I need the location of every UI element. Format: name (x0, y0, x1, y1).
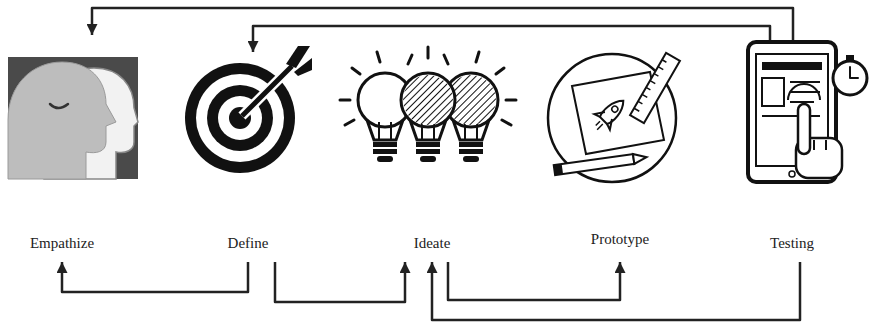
stage-node: Ideate (362, 40, 502, 262)
blueprint-icon (611, 105, 619, 113)
lightbulbs-icon (352, 68, 360, 74)
lightbulbs-icon (408, 55, 412, 64)
lightbulbs-icon (476, 52, 479, 62)
empathy-icon (8, 57, 138, 179)
lightbulbs-icon (496, 68, 504, 74)
blueprint-icon (630, 53, 680, 123)
tablet-icon (762, 82, 820, 116)
lightbulbs-icon (502, 120, 511, 125)
empathy-icon (8, 57, 138, 179)
cycle-arrow (92, 8, 793, 40)
lightbulbs-icon (401, 73, 455, 162)
empathy-icon (50, 104, 68, 108)
cycle-arrow (275, 262, 405, 302)
blueprint-icon (554, 152, 647, 175)
blueprint-icon (634, 60, 667, 111)
target-icon (242, 66, 292, 116)
cycle-arrow (62, 262, 248, 292)
stage-label: Testing (768, 234, 816, 252)
target-icon (185, 63, 295, 173)
lightbulbs-icon (403, 75, 453, 125)
stage-label: Define (226, 234, 271, 252)
target-icon (242, 66, 292, 116)
cycle-arrow (448, 262, 620, 300)
stage-node: Empathize (4, 35, 120, 262)
lightbulbs-icon (340, 47, 516, 162)
blueprint-icon (599, 96, 628, 125)
empathy-icon (8, 62, 116, 179)
cycle-arrow (253, 26, 770, 52)
blueprint-icon (554, 154, 635, 175)
tablet-icon (850, 67, 858, 78)
blueprint-icon (554, 164, 563, 175)
stage-node: Prototype (550, 40, 690, 262)
target-icon (294, 58, 312, 76)
lightbulbs-icon (427, 47, 430, 58)
tablet-icon (798, 104, 810, 154)
lightbulbs-icon (377, 52, 380, 62)
stage-node: Define (193, 52, 303, 262)
stage-label: Ideate (412, 234, 453, 252)
tablet-icon (814, 140, 826, 150)
lightbulbs-icon (506, 99, 516, 102)
tablet-icon (788, 84, 820, 100)
blueprint-icon (594, 121, 602, 129)
blueprint-icon (633, 152, 647, 164)
stage-label: Prototype (589, 230, 651, 248)
blueprint-icon (630, 53, 680, 123)
blueprint-icon (588, 93, 631, 136)
tablet-icon (789, 171, 795, 177)
cycle-arrow (432, 262, 800, 320)
tablet-icon (762, 78, 784, 106)
tablet-icon (833, 61, 867, 95)
lightbulbs-icon (345, 120, 354, 125)
blueprint-icon (548, 53, 680, 182)
lightbulbs-icon (340, 99, 350, 102)
tablet-icon (748, 42, 867, 182)
stage-node: Testing (737, 40, 847, 262)
lightbulbs-icon (444, 55, 448, 64)
stage-label: Empathize (28, 234, 96, 252)
tablet-icon (762, 62, 822, 70)
target-icon (185, 46, 312, 173)
